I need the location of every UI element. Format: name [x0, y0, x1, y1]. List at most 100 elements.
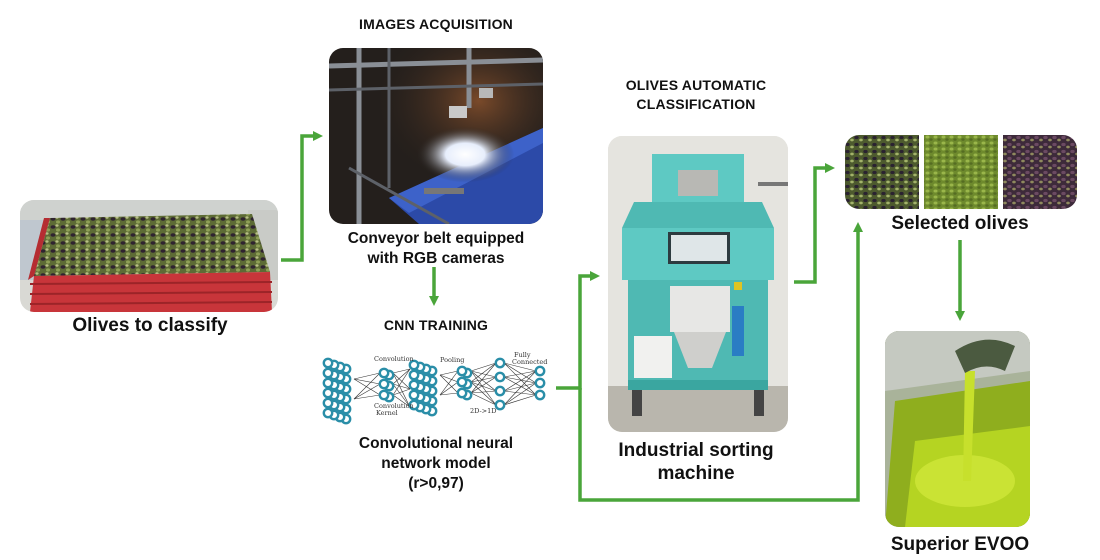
- net-node-input: [322, 407, 334, 419]
- net-connection: [392, 368, 411, 396]
- net-node-conv2: [408, 399, 420, 411]
- net-node-output: [534, 377, 546, 389]
- heading-cnn-training: CNN TRAINING: [383, 317, 489, 333]
- net-connection: [470, 390, 497, 394]
- net-label-fully-line1: Fully: [514, 351, 531, 359]
- net-connection: [439, 370, 459, 376]
- net-connection: [470, 370, 497, 378]
- net-label-fully-line2: Connected: [512, 358, 547, 366]
- heading-classification-line2: CLASSIFICATION: [636, 96, 756, 112]
- net-node-input: [322, 387, 334, 399]
- net-connection: [392, 368, 411, 385]
- conveyor-belt-photo: [329, 48, 543, 224]
- caption-sorting-line2: machine: [657, 463, 735, 484]
- net-connection: [439, 374, 459, 383]
- heading-images-acquisition: IMAGES ACQUISITION: [359, 16, 513, 32]
- net-connection: [503, 382, 537, 406]
- net-connection: [470, 362, 497, 394]
- net-node-input: [322, 367, 334, 379]
- net-connection: [470, 376, 497, 394]
- caption-sorting-line1: Industrial sorting: [618, 440, 774, 461]
- net-node-input: [322, 397, 334, 409]
- net-connection: [503, 370, 537, 378]
- net-label-flatten: 2D->1D: [470, 407, 496, 415]
- caption-selected-olives: Selected olives: [891, 213, 1029, 234]
- net-node-conv2: [408, 359, 420, 371]
- net-connection: [392, 394, 411, 408]
- net-connection: [503, 382, 537, 392]
- net-connection: [392, 368, 411, 374]
- olives-crate-photo: [20, 200, 278, 312]
- net-connection: [392, 372, 411, 390]
- caption-conveyor-line1: Conveyor belt equipped: [347, 230, 525, 247]
- net-connection: [503, 390, 537, 396]
- net-label-convolution-kernel-line1: Convolution: [374, 402, 414, 410]
- net-node-conv2: [408, 369, 420, 381]
- net-node-flatten: [494, 371, 506, 383]
- net-connection: [353, 383, 381, 400]
- net-connection: [470, 370, 497, 392]
- net-connection: [470, 362, 497, 383]
- net-connection: [470, 376, 497, 383]
- caption-cnn-model-line2: network model: [381, 455, 491, 472]
- net-connection: [353, 372, 381, 380]
- net-node-conv1: [378, 367, 390, 379]
- net-node-conv2: [408, 389, 420, 401]
- net-label-convolution-kernel-line2: Kernel: [376, 409, 398, 417]
- caption-superior-evoo: Superior EVOO: [890, 534, 1030, 555]
- net-connection: [470, 392, 497, 406]
- arrow-olives-to-acquisition: [281, 131, 323, 262]
- net-node-conv2: [408, 379, 420, 391]
- net-connection: [392, 383, 411, 390]
- net-node-pool: [456, 365, 468, 377]
- net-connection: [353, 378, 381, 396]
- net-node-output: [534, 365, 546, 377]
- net-connection: [503, 362, 537, 384]
- sorting-machine-photo: [608, 136, 788, 432]
- net-connection: [470, 370, 497, 406]
- net-connection: [503, 370, 537, 392]
- caption-conveyor-line2: with RGB cameras: [367, 250, 505, 267]
- net-connection: [503, 370, 537, 406]
- net-connection: [503, 376, 537, 384]
- arrow-sorting-to-selected: [794, 163, 835, 284]
- net-connection: [439, 370, 459, 396]
- caption-olives-to-classify: Olives to classify: [72, 315, 228, 336]
- net-connection: [392, 372, 411, 408]
- net-connection: [503, 362, 537, 396]
- net-node-input: [322, 377, 334, 389]
- net-connection: [392, 388, 411, 396]
- net-connection: [470, 381, 497, 392]
- net-node-output: [534, 389, 546, 401]
- arrow-cnn-to-sorting: [556, 271, 600, 390]
- net-connection: [439, 392, 459, 396]
- net-connection: [353, 394, 381, 400]
- net-connection: [439, 381, 459, 396]
- net-node-conv1: [378, 378, 390, 390]
- net-node-flatten: [494, 357, 506, 369]
- net-node-input: [322, 357, 334, 369]
- net-node-pool: [456, 376, 468, 388]
- net-connection: [503, 394, 537, 406]
- net-label-pooling: Pooling: [440, 356, 464, 364]
- arrow-cnn-to-selected: [578, 222, 863, 502]
- net-connection: [353, 372, 381, 400]
- net-node-conv1: [378, 389, 390, 401]
- evoo-oil-photo: [885, 331, 1030, 527]
- cnn-network-diagram: Convolution Convolution Kernel Pooling 2…: [322, 351, 547, 425]
- net-node-pool: [456, 387, 468, 399]
- net-connection: [439, 374, 459, 394]
- net-node-flatten: [494, 399, 506, 411]
- net-connection: [470, 381, 497, 406]
- net-connection: [470, 362, 497, 372]
- net-connection: [392, 383, 411, 408]
- caption-cnn-model-line3: (r>0,97): [408, 475, 464, 492]
- net-connection: [503, 376, 537, 396]
- net-connection: [353, 378, 381, 385]
- net-connection: [503, 362, 537, 372]
- selected-olives-photo: [845, 135, 1077, 209]
- net-label-convolution: Convolution: [374, 355, 414, 363]
- net-node-flatten: [494, 385, 506, 397]
